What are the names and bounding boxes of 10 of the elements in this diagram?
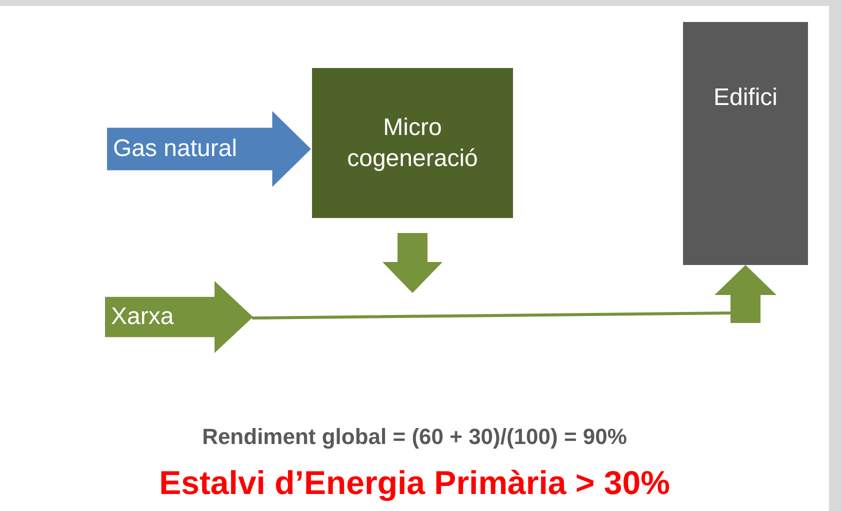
arrow xyxy=(252,265,776,323)
node-label: Edifici xyxy=(713,83,778,113)
process-box xyxy=(312,68,513,218)
block-arrow xyxy=(382,233,442,293)
node-label: Micro cogeneració xyxy=(346,112,479,174)
node-label: Xarxa xyxy=(111,302,174,332)
node-label: Gas natural xyxy=(113,134,238,164)
highlight-note: Estalvi d’Energia Primària > 30% xyxy=(158,464,671,502)
formula-text: Rendiment global = (60 + 30)/(100) = 90% xyxy=(201,424,628,450)
process-box xyxy=(683,22,808,265)
